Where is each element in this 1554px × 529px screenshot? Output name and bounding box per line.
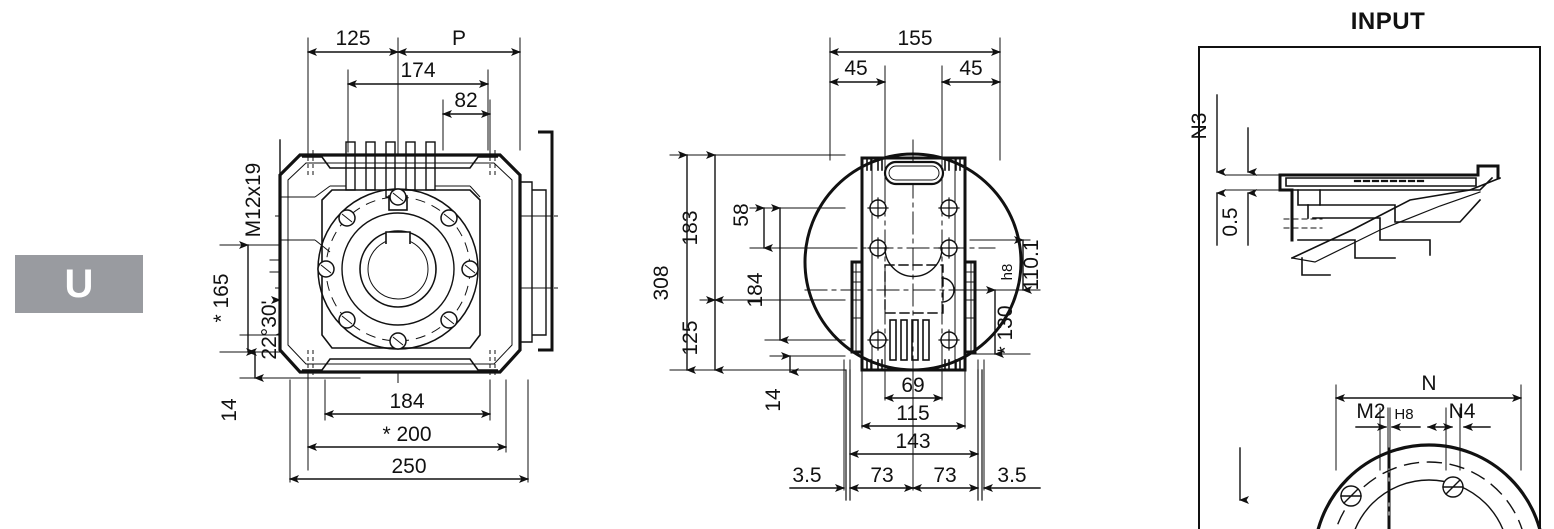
dim-front-82: 82 bbox=[454, 89, 477, 112]
dim-front-184: 184 bbox=[389, 390, 424, 413]
dim-side-45-left: 45 bbox=[844, 57, 867, 80]
dim-side-45-right: 45 bbox=[959, 57, 982, 80]
dim-front-200: * 200 bbox=[382, 423, 431, 446]
series-tab-label: U bbox=[64, 262, 94, 306]
dim-input-n4: N4 bbox=[1449, 400, 1476, 423]
dim-front-250: 250 bbox=[391, 455, 426, 478]
dim-input-m2: M2 bbox=[1356, 400, 1385, 423]
dim-side-125: 125 bbox=[679, 320, 702, 355]
dim-side-73-left: 73 bbox=[870, 464, 893, 487]
dim-front-m12x19: M12x19 bbox=[242, 163, 265, 238]
dim-front-P: P bbox=[452, 27, 466, 50]
input-panel: INPUT bbox=[1180, 0, 1554, 529]
dim-side-130-tolerance: h8 bbox=[999, 264, 1016, 281]
dim-side-155: 155 bbox=[897, 27, 932, 50]
input-panel-title: INPUT bbox=[1351, 8, 1426, 35]
dim-input-0-5: 0.5 bbox=[1219, 207, 1242, 236]
dim-front-125: 125 bbox=[335, 27, 370, 50]
dim-input-n: N bbox=[1421, 372, 1436, 395]
dim-side-3-5-left: 3.5 bbox=[792, 464, 821, 487]
dim-side-69: 69 bbox=[901, 374, 924, 397]
dim-side-143: 143 bbox=[895, 430, 930, 453]
dim-side-130: * 130 bbox=[994, 305, 1017, 354]
dim-side-115: 115 bbox=[896, 402, 929, 425]
dim-input-n3: N3 bbox=[1188, 113, 1211, 140]
dim-side-184: 184 bbox=[744, 272, 767, 307]
dim-side-308: 308 bbox=[650, 265, 673, 300]
dim-front-14: 14 bbox=[218, 398, 241, 422]
series-tab-u[interactable]: U bbox=[15, 255, 143, 313]
dim-input-m2-tolerance: H8 bbox=[1394, 406, 1413, 423]
input-panel-border bbox=[1198, 46, 1541, 529]
front-view: 125 P 174 82 M12x19 * 165 22°30' 14 184 … bbox=[210, 27, 560, 483]
dim-side-3-5-right: 3.5 bbox=[997, 464, 1026, 487]
dim-side-14: 14 bbox=[762, 388, 785, 412]
dim-front-angle: 22°30' bbox=[258, 300, 281, 359]
dim-side-58: 58 bbox=[730, 203, 753, 226]
side-view: 155 45 45 308 183 125 58 184 14 110.1 * … bbox=[650, 27, 1043, 501]
dim-side-110-1: 110.1 bbox=[1020, 240, 1043, 291]
dim-front-174: 174 bbox=[400, 59, 435, 82]
dim-side-183: 183 bbox=[679, 210, 702, 245]
dim-side-73-right: 73 bbox=[933, 464, 956, 487]
dim-front-165: * 165 bbox=[210, 273, 233, 322]
